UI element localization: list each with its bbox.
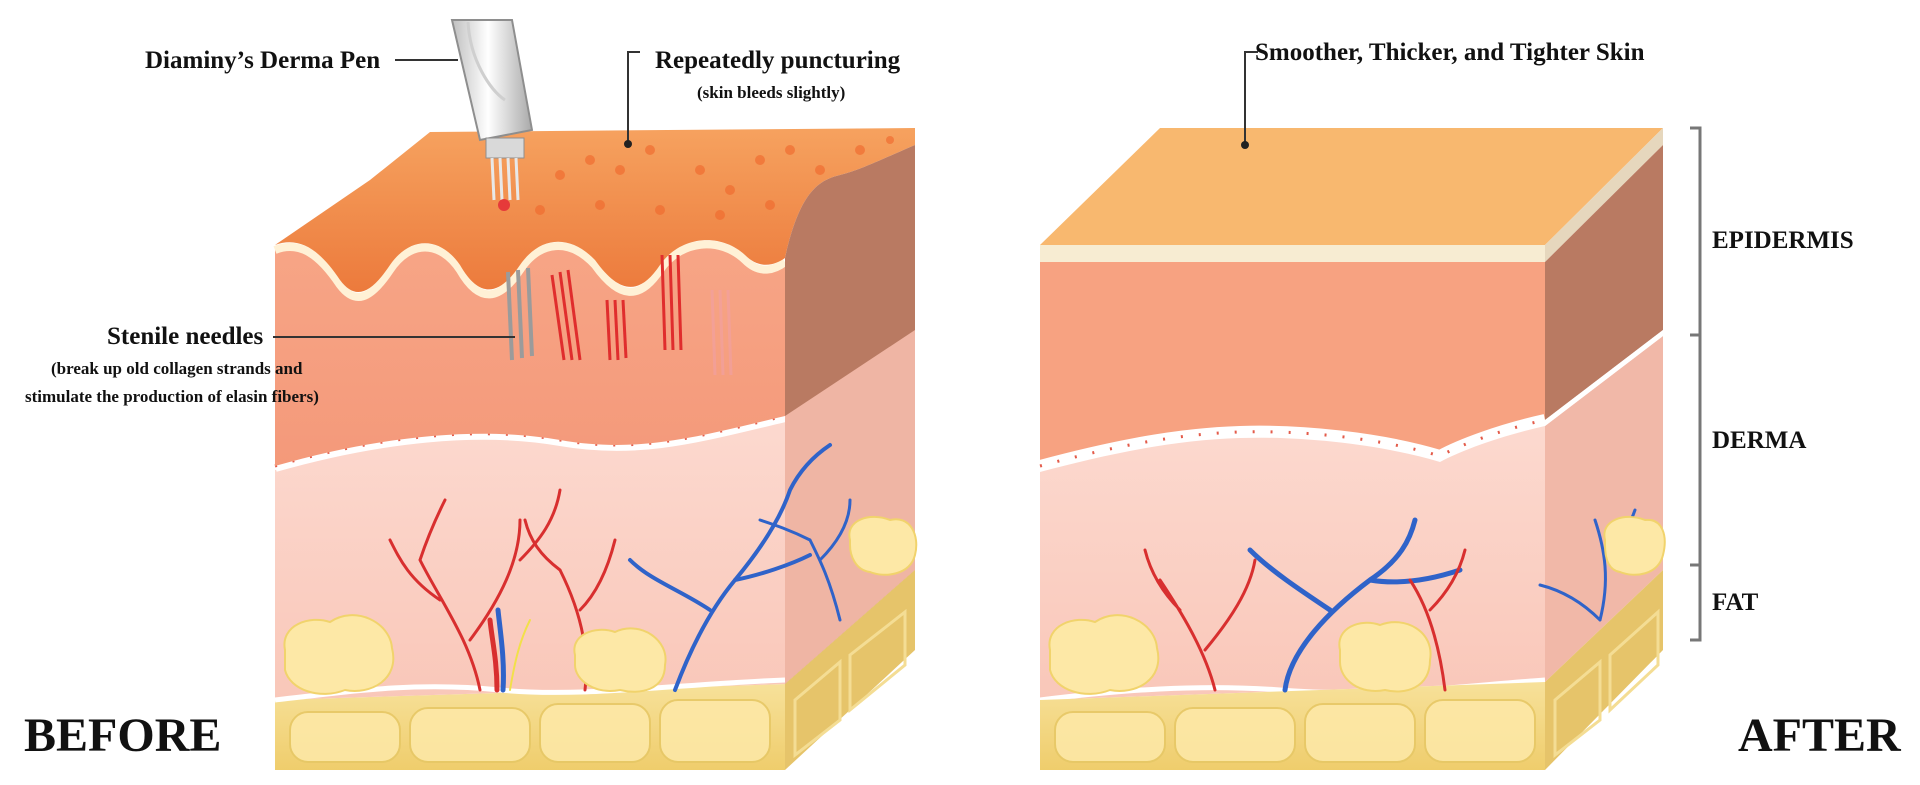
after-title: AFTER: [1738, 709, 1901, 762]
after-block: [1038, 51, 1702, 770]
after-top-surface: [1040, 128, 1663, 245]
after-fat-cells: [1054, 699, 1536, 763]
before-right-fat-cells: [793, 608, 907, 759]
after-membrane: [1038, 414, 1547, 472]
layer-label-fat: FAT: [1712, 589, 1759, 616]
needles-sub-line-1: (break up old collagen strands and: [51, 359, 303, 378]
layer-label-epidermis: EPIDERMIS: [1712, 227, 1854, 254]
before-needles: [506, 267, 534, 361]
before-fat-lumps: [283, 515, 918, 695]
after-leader-line: [1244, 51, 1258, 142]
layer-bracket: [1690, 126, 1702, 642]
needles-sub-line-2: stimulate the production of elasin fiber…: [25, 387, 319, 406]
puncture-label: Repeatedly puncturing: [655, 47, 901, 74]
needles-label: Stenile needles: [107, 323, 264, 350]
before-block: [273, 19, 918, 770]
after-right-fat-cells: [1553, 608, 1660, 759]
puncture-leader-dot: [624, 140, 632, 148]
layer-label-derma: DERMA: [1712, 427, 1807, 454]
after-top-rim: [1040, 245, 1545, 262]
after-right-face-epi: [1545, 145, 1663, 420]
puncture-sub-label: (skin bleeds slightly): [697, 83, 846, 102]
after-leader-dot: [1241, 141, 1249, 149]
derma-pen-label: Diaminy’s Derma Pen: [145, 47, 381, 74]
after-epidermis-front: [1040, 262, 1545, 466]
after-right-membrane: [1545, 330, 1663, 426]
after-top-rim-side: [1545, 128, 1663, 262]
before-vessels: [388, 443, 852, 693]
before-leader-lines: [273, 51, 640, 338]
before-needle-channels: [550, 254, 733, 376]
after-fat-lumps: [1048, 515, 1666, 695]
before-dermis-front: [275, 420, 785, 700]
after-right-face-fat: [1545, 570, 1663, 770]
after-right-face-derm: [1545, 336, 1663, 682]
before-title: BEFORE: [24, 709, 222, 762]
after-top-label: Smoother, Thicker, and Tighter Skin: [1255, 39, 1645, 66]
before-fat-cells: [289, 699, 771, 763]
derma-pen: [450, 19, 534, 211]
before-top-surface: [275, 128, 915, 292]
